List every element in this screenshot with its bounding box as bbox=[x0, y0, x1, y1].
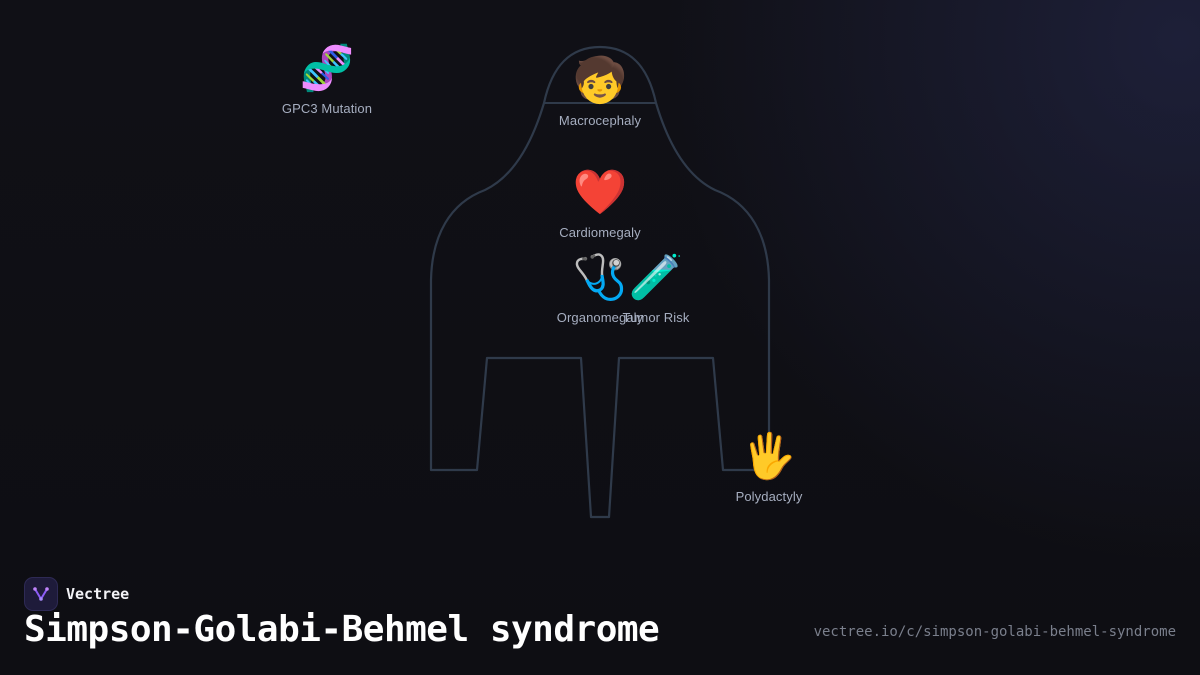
marker-label: Tumor Risk bbox=[622, 310, 690, 325]
brand-name: Vectree bbox=[66, 585, 130, 603]
marker-tumor-risk: 🧪 Tumor Risk bbox=[623, 252, 690, 325]
brand[interactable]: Vectree bbox=[24, 577, 129, 611]
marker-gpc3-mutation: 🧬 GPC3 Mutation bbox=[282, 43, 372, 116]
test-tube-icon: 🧪 bbox=[628, 253, 684, 302]
marker-label: Polydactyly bbox=[735, 489, 803, 504]
dna-icon: 🧬 bbox=[299, 44, 355, 93]
marker-label: Macrocephaly bbox=[558, 113, 642, 128]
marker-label: GPC3 Mutation bbox=[281, 101, 373, 116]
child-head-icon: 🧒 bbox=[572, 56, 628, 105]
marker-label: Cardiomegaly bbox=[559, 225, 641, 240]
stethoscope-icon: 🩺 bbox=[572, 253, 628, 302]
marker-macrocephaly: 🧒 Macrocephaly bbox=[559, 55, 641, 128]
vectree-logo-mark bbox=[33, 587, 49, 601]
marker-polydactyly: 🖐 Polydactyly bbox=[736, 431, 803, 504]
marker-cardiomegaly: ❤️ Cardiomegaly bbox=[559, 167, 640, 240]
marker-organomegaly: 🩺 Organomegaly bbox=[557, 252, 643, 325]
marker-label: Organomegaly bbox=[556, 310, 644, 325]
body-outline bbox=[429, 45, 771, 519]
page-title: Simpson-Golabi-Behmel syndrome bbox=[24, 609, 660, 650]
page-url[interactable]: vectree.io/c/simpson-golabi-behmel-syndr… bbox=[813, 624, 1176, 640]
hand-icon: 🖐 bbox=[741, 432, 797, 481]
vectree-logo-icon bbox=[24, 577, 58, 611]
heart-icon: ❤️ bbox=[572, 168, 628, 217]
